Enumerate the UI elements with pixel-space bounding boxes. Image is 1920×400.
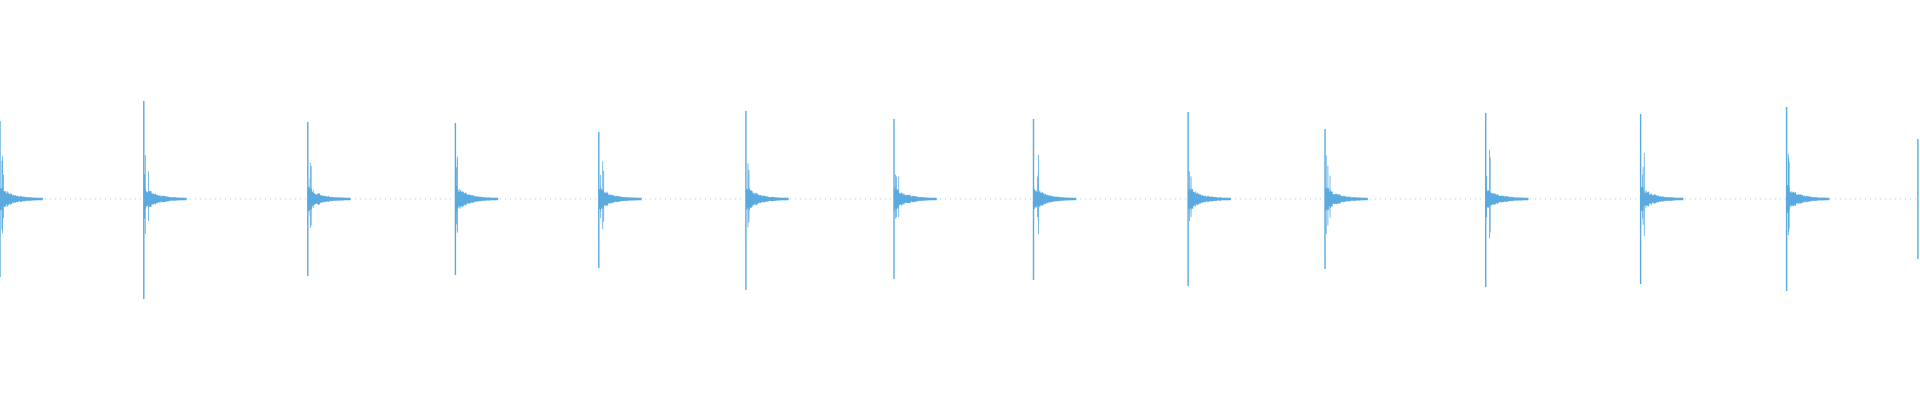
waveform-click [1917, 139, 1919, 259]
click-decay [1325, 187, 1368, 211]
waveform-click [454, 123, 499, 275]
waveform-clicks [0, 101, 1919, 299]
waveform-click [745, 111, 789, 290]
click-decay [894, 187, 937, 211]
click-decay [308, 186, 351, 212]
waveform-click [1484, 113, 1529, 287]
waveform-click [1187, 112, 1231, 286]
click-decay [1641, 186, 1684, 212]
waveform-click [893, 119, 937, 279]
waveform-click [143, 101, 187, 299]
click-decay [1188, 187, 1231, 211]
waveform-click [1032, 119, 1077, 280]
click-decay [1787, 185, 1830, 213]
waveform-click [1639, 114, 1684, 284]
waveform-click [0, 121, 43, 277]
waveform-click [1324, 129, 1368, 269]
waveform-click [598, 132, 642, 268]
click-decay [1486, 188, 1529, 210]
click-decay [0, 188, 43, 210]
click-decay [455, 185, 499, 213]
click-decay [746, 188, 789, 210]
click-decay [1033, 189, 1077, 209]
click-decay [599, 186, 642, 212]
waveform-click [307, 122, 351, 276]
waveform-click [1785, 107, 1830, 291]
click-decay [144, 189, 187, 209]
